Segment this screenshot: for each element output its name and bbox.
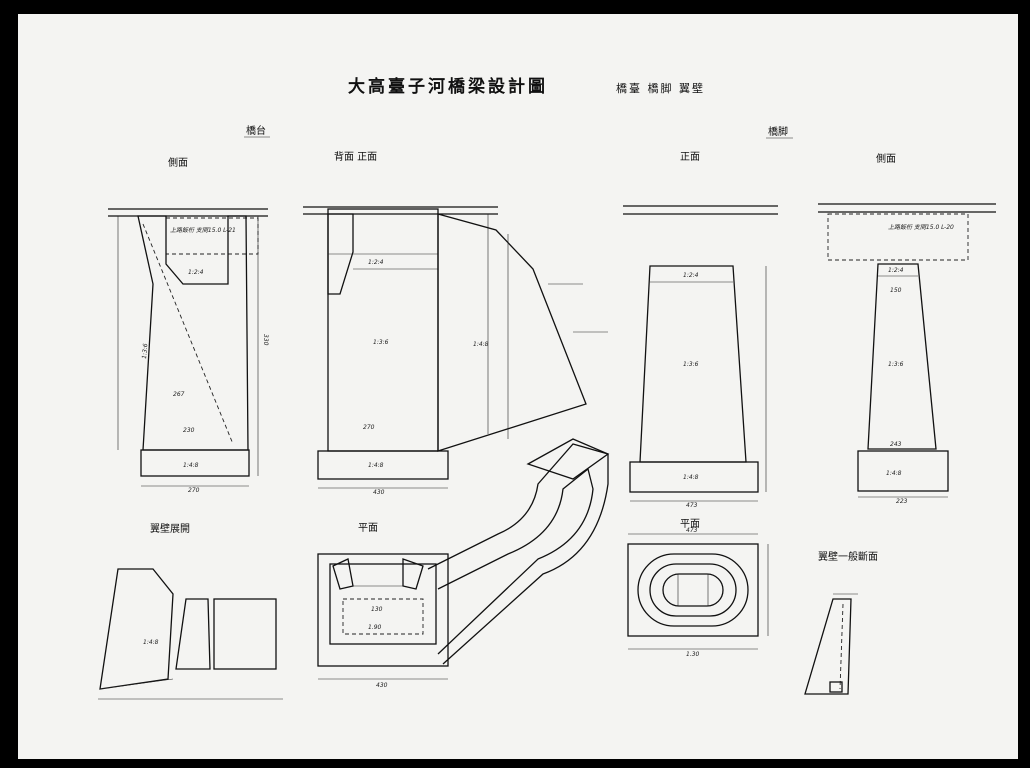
abutment-height-dim: 330	[262, 334, 269, 346]
abutment-plan: 130 1.90 430	[317, 438, 610, 689]
pier-front-view-label: 正面	[680, 152, 700, 163]
pier-side-cap-ratio: 1:2:4	[888, 267, 904, 274]
pier-plan-inner-dim: 1.30	[686, 651, 700, 658]
abutment-plan-width-dim: 430	[376, 682, 388, 689]
abutment-front-footing-ratio: 1:4:8	[368, 462, 384, 469]
engineering-drawing: 大高臺子河橋梁設計圖 橋臺 橋脚 翼壁 橋台 橋脚 側面 背面 正面 正面 側面…	[98, 76, 996, 700]
abutment-inner-side-dim: 230	[183, 427, 195, 434]
abutment-plan-inner2-dim: 1.90	[368, 624, 382, 631]
drawing-sheet: 大高臺子河橋梁設計圖 橋臺 橋脚 翼壁 橋台 橋脚 側面 背面 正面 正面 側面…	[18, 14, 1018, 759]
wing-wall-ratio: 1:4:8	[143, 639, 159, 646]
pier-group-label: 橋脚	[768, 125, 788, 138]
pier-note-box: 上路鈑桁 支間15.0 L-20	[888, 223, 954, 231]
wing-wall-elevation-label: 翼壁展開	[150, 522, 190, 535]
pier-cap-ratio: 1:2:4	[683, 272, 699, 279]
abutment-note-box: 上路鈑桁 支間15.0 L-21	[170, 226, 236, 234]
pier-side-main-ratio: 1:3:6	[888, 361, 904, 368]
pier-plan: 473 1.30	[627, 527, 769, 658]
pier-inner-side-dim: 243	[890, 441, 902, 448]
abutment-front-main-ratio: 1:3:6	[373, 339, 389, 346]
abutment-side-view-label: 側面	[168, 156, 188, 169]
pier-footing-ratio: 1:4:8	[683, 474, 699, 481]
abutment-wing-ratio: 1:4:8	[473, 341, 489, 348]
sheet-subtitle: 橋臺 橋脚 翼壁	[616, 81, 705, 95]
abutment-front-inner-dim: 270	[363, 424, 375, 431]
wing-wall-section-label: 翼壁一般斷面	[818, 550, 878, 563]
abutment-footing-ratio: 1:4:8	[183, 462, 199, 469]
abutment-plan-inner-dim: 130	[371, 606, 383, 613]
abutment-cap-ratio: 1:2:4	[188, 269, 204, 276]
abutment-main-ratio: 1:3:6	[141, 343, 149, 359]
pier-base-side-dim: 223	[896, 498, 908, 505]
abutment-side-view: 上路鈑桁 支間15.0 L-21 1:4:8 1:2:4 1:3:6 267 2…	[108, 208, 269, 494]
abutment-group-label: 橋台	[246, 124, 266, 137]
abutment-plan-label: 平面	[358, 523, 378, 534]
pier-main-ratio: 1:3:6	[683, 361, 699, 368]
pier-top-dim: 150	[890, 287, 902, 294]
pier-base-front-dim: 473	[686, 502, 698, 509]
wing-wall-elevation: 1:4:8	[98, 568, 283, 700]
abutment-front-view: 1:2:4 1:3:6 270 1:4:8 430 1:4:8	[303, 206, 608, 496]
abutment-front-view-label: 背面 正面	[334, 150, 377, 163]
abutment-mid-dim: 267	[173, 391, 185, 398]
abutment-front-base-dim: 430	[373, 489, 385, 496]
abutment-base-side-dim: 270	[188, 487, 200, 494]
wing-wall-section	[804, 593, 858, 695]
pier-side-footing-ratio: 1:4:8	[886, 470, 902, 477]
pier-plan-label: 平面	[680, 519, 700, 530]
pier-side-view-label: 側面	[876, 152, 896, 165]
pier-front-view: 1:2:4 1:3:6 1:4:8 473	[623, 205, 778, 509]
pier-side-view: 上路鈑桁 支間15.0 L-20 1:2:4 150 1:3:6 243 1:4…	[818, 203, 996, 505]
sheet-title: 大高臺子河橋梁設計圖	[348, 76, 548, 97]
abutment-front-cap-ratio: 1:2:4	[368, 259, 384, 266]
pier-plan-width-dim: 473	[686, 527, 698, 534]
